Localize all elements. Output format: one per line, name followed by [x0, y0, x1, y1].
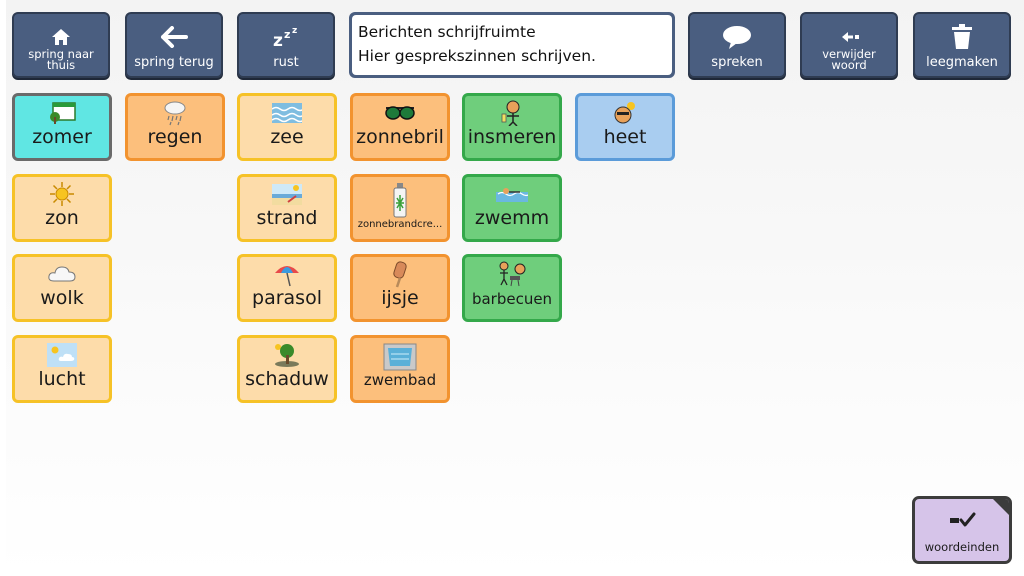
- speak-label: spreken: [711, 55, 763, 70]
- tile-lucht[interactable]: lucht: [12, 335, 112, 403]
- tile-label: strand: [256, 207, 318, 229]
- tile-zomer[interactable]: zomer: [12, 93, 112, 161]
- sun-icon: [15, 181, 109, 207]
- home-button[interactable]: spring naar thuis: [12, 12, 110, 78]
- trash-icon: [915, 24, 1009, 50]
- barbecue-icon: [465, 261, 559, 287]
- tile-label: zwemm: [474, 207, 550, 229]
- tile-regen[interactable]: regen: [125, 93, 225, 161]
- backspace-arrow-icon: [802, 24, 896, 50]
- tile-label: schaduw: [245, 368, 329, 390]
- tile-insmeren[interactable]: insmeren: [462, 93, 562, 161]
- rain-cloud-icon: [128, 100, 222, 126]
- cloud-icon: [15, 261, 109, 287]
- tile-ijsje[interactable]: ijsje: [350, 254, 450, 322]
- folded-corner: [992, 499, 1009, 516]
- delete-word-label: verwijder woord: [822, 47, 876, 72]
- beach-icon: [240, 181, 334, 207]
- tile-strand[interactable]: strand: [237, 174, 337, 242]
- message-area[interactable]: Berichten schrijfruimte Hier gesprekszin…: [349, 12, 675, 78]
- shade-tree-icon: [240, 342, 334, 368]
- svg-text:z: z: [284, 28, 290, 41]
- tile-label: ijsje: [381, 287, 419, 309]
- clear-label: leegmaken: [926, 55, 998, 70]
- clear-button[interactable]: leegmaken: [913, 12, 1011, 78]
- tile-label: zwembad: [363, 371, 437, 389]
- swimming-pool-icon: [353, 342, 447, 372]
- tile-zwemm[interactable]: zwemm: [462, 174, 562, 242]
- rest-button[interactable]: z z z rust: [237, 12, 335, 78]
- word-endings-button[interactable]: woordeinden: [912, 496, 1012, 564]
- svg-text:z: z: [273, 31, 283, 50]
- sea-waves-icon: [240, 100, 334, 126]
- delete-word-button[interactable]: verwijder woord: [800, 12, 898, 78]
- tile-schaduw[interactable]: schaduw: [237, 335, 337, 403]
- word-check-icon: [915, 511, 1009, 529]
- back-button[interactable]: spring terug: [125, 12, 223, 78]
- message-text-field[interactable]: Berichten schrijfruimte Hier gesprekszin…: [352, 15, 672, 75]
- tile-label: heet: [603, 126, 647, 148]
- swimming-icon: [465, 181, 559, 207]
- message-title: Berichten schrijfruimte: [358, 23, 536, 41]
- tile-label: zon: [45, 207, 79, 229]
- svg-text:z: z: [292, 26, 297, 36]
- tile-zwembad[interactable]: zwembad: [350, 335, 450, 403]
- rest-label: rust: [273, 55, 299, 70]
- house-icon: [14, 24, 108, 50]
- ice-cream-icon: [353, 261, 447, 288]
- zzz-icon: z z z: [239, 24, 333, 50]
- tile-label: zomer: [32, 126, 92, 148]
- tile-zon[interactable]: zon: [12, 174, 112, 242]
- tile-label: parasol: [252, 287, 322, 309]
- word-endings-label: woordeinden: [924, 540, 1000, 554]
- speech-bubble-icon: [690, 24, 784, 50]
- tile-label: zonnebril: [356, 126, 444, 148]
- sky-icon: [15, 342, 109, 368]
- tile-zee[interactable]: zee: [237, 93, 337, 161]
- tile-barbecuen[interactable]: barbecuen: [462, 254, 562, 322]
- tile-label: zee: [270, 126, 304, 148]
- speak-button[interactable]: spreken: [688, 12, 786, 78]
- parasol-icon: [240, 261, 334, 287]
- tile-label: barbecuen: [471, 290, 553, 308]
- tile-label: regen: [147, 126, 203, 148]
- tile-parasol[interactable]: parasol: [237, 254, 337, 322]
- hot-sun-face-icon: [578, 100, 672, 126]
- home-label: spring naar thuis: [28, 47, 94, 72]
- sunglasses-icon: [353, 100, 447, 126]
- tile-wolk[interactable]: wolk: [12, 254, 112, 322]
- tile-label: wolk: [40, 287, 84, 309]
- arrow-left-icon: [127, 24, 221, 50]
- tile-label: zonnebrandcre...: [357, 219, 443, 230]
- tile-zonnebril[interactable]: zonnebril: [350, 93, 450, 161]
- summer-calendar-icon: [15, 100, 109, 126]
- apply-sunscreen-icon: [465, 100, 559, 126]
- tile-label: lucht: [38, 368, 86, 390]
- message-placeholder: Hier gesprekszinnen schrijven.: [358, 47, 596, 65]
- tile-zonnebrandcreme[interactable]: zonnebrandcre...: [350, 174, 450, 242]
- left-edge: [0, 0, 6, 576]
- tile-label: insmeren: [467, 126, 557, 148]
- sunscreen-bottle-icon: [353, 181, 447, 219]
- back-label: spring terug: [134, 55, 214, 70]
- tile-heet[interactable]: heet: [575, 93, 675, 161]
